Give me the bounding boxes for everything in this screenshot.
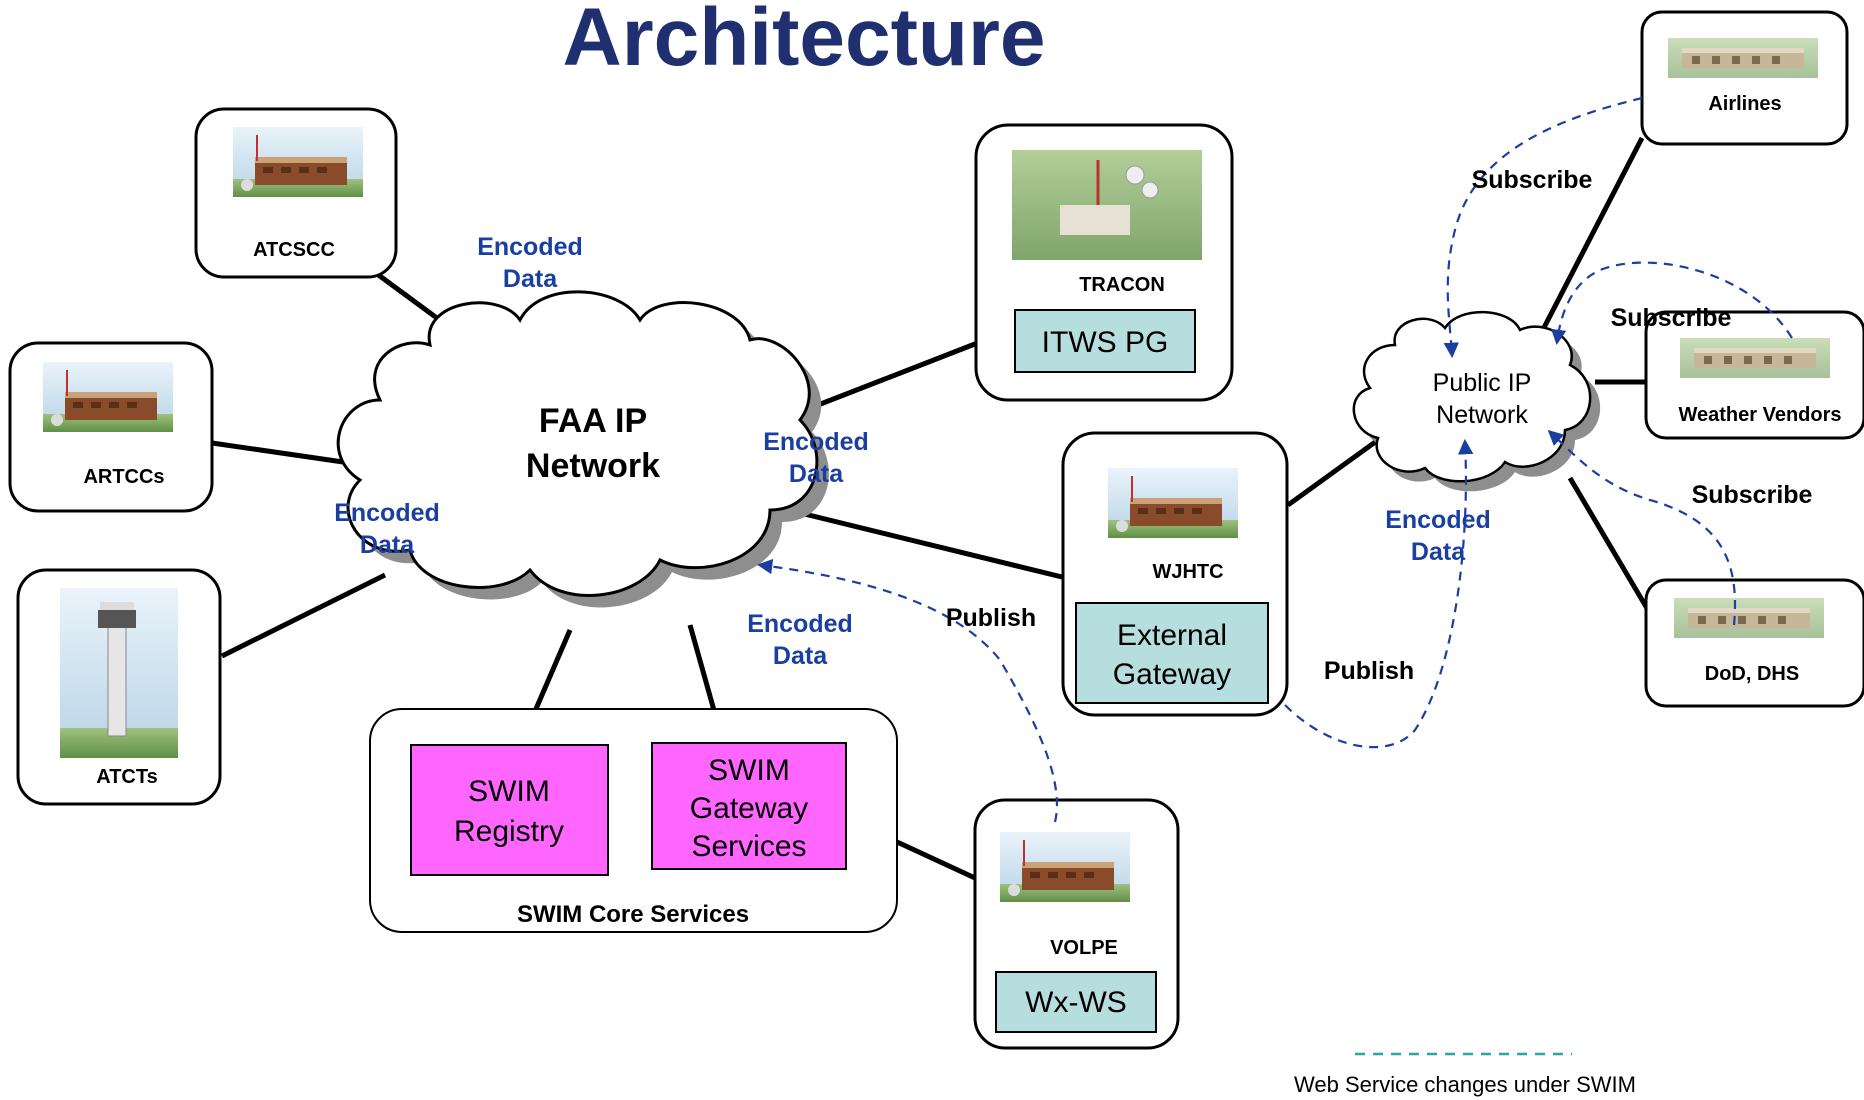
wx-ws-label: Wx-WS	[1025, 986, 1127, 1019]
publish-label-2: Publish	[1324, 657, 1414, 685]
dod-dhs-label: DoD, DHS	[1705, 663, 1799, 685]
swim-core-services-group: SWIM Registry SWIM Gateway Services SWIM…	[369, 708, 898, 933]
encoded-label-2-line2: Data	[360, 531, 415, 559]
wjhtc-node[interactable]: WJHTC External Gateway	[1061, 431, 1289, 717]
faa-cloud-label-line2: Network	[526, 447, 660, 485]
tracon-label: TRACON	[1079, 274, 1165, 296]
swim-registry-label-line2: Registry	[454, 815, 564, 848]
legend-text: Web Service changes under SWIM	[1294, 1072, 1636, 1097]
atcscc-node[interactable]: ATCSCC	[194, 107, 398, 279]
atcscc-label: ATCSCC	[253, 239, 335, 261]
swim-registry-label-line1: SWIM	[468, 775, 550, 808]
wjhtc-label: WJHTC	[1152, 561, 1223, 583]
encoded-label-4-line2: Data	[773, 642, 828, 670]
link-airlines	[1532, 136, 1645, 347]
publish-arrow-volpe	[756, 558, 1059, 823]
data-flow-arrows	[756, 96, 1793, 823]
itws-pg-label: ITWS PG	[1042, 326, 1169, 359]
tracon-building-image	[1012, 150, 1202, 260]
airlines-node[interactable]: Airlines	[1640, 10, 1849, 146]
encoded-data-labels: Encoded Data Encoded Data Encoded Data E…	[334, 233, 1491, 670]
link-wjhtc	[779, 505, 1063, 580]
atcts-label: ATCTs	[96, 766, 157, 788]
artccs-building-image	[42, 361, 174, 433]
swim-core-services-label: SWIM Core Services	[517, 901, 749, 928]
artccs-node[interactable]: ARTCCs	[8, 341, 214, 513]
link-public-wjhtc	[1286, 437, 1380, 508]
dod-dhs-building-image	[1674, 598, 1824, 638]
external-gateway-label-line2: Gateway	[1113, 658, 1231, 691]
page-title: Architecture	[562, 0, 1045, 83]
subscribe-arrow-dod	[1547, 429, 1737, 626]
link-atcts	[220, 572, 387, 659]
subscribe-arrow-airlines	[1443, 96, 1643, 359]
volpe-label: VOLPE	[1050, 937, 1118, 959]
legend: Web Service changes under SWIM	[1294, 1052, 1636, 1097]
wjhtc-building-image	[1107, 467, 1239, 539]
subscribe-arrow-weather	[1551, 261, 1793, 346]
atcscc-building-image	[232, 126, 364, 198]
action-labels: Publish Publish Subscribe Subscribe Subs…	[946, 166, 1813, 685]
faa-cloud-label-line1: FAA IP	[539, 402, 647, 440]
subscribe-label-3: Subscribe	[1692, 481, 1813, 509]
encoded-label-2-line1: Encoded	[334, 499, 440, 527]
subscribe-label-2: Subscribe	[1611, 304, 1732, 332]
swim-gateway-label-line1: SWIM	[708, 754, 790, 787]
encoded-label-3-line1: Encoded	[763, 428, 869, 456]
encoded-label-1-line2: Data	[503, 265, 558, 293]
faa-ip-network-cloud: FAA IP Network	[336, 290, 829, 608]
itws-pg-box[interactable]	[1014, 309, 1196, 373]
control-tower-image	[60, 588, 178, 758]
encoded-label-1-line1: Encoded	[477, 233, 583, 261]
airlines-building-image	[1668, 38, 1818, 78]
weather-vendors-node[interactable]: Weather Vendors	[1644, 310, 1864, 440]
swim-registry-box[interactable]	[410, 744, 609, 876]
public-cloud-label-line2: Network	[1436, 401, 1528, 429]
atcts-node[interactable]: ATCTs	[16, 568, 222, 806]
encoded-label-3-line2: Data	[789, 460, 844, 488]
external-gateway-label-line1: External	[1117, 619, 1227, 652]
network-links	[211, 136, 1651, 881]
link-tracon	[799, 339, 981, 415]
publish-label-1: Publish	[946, 604, 1036, 632]
link-artccs	[211, 440, 351, 466]
swim-gateway-services-box[interactable]	[651, 742, 847, 870]
public-ip-network-cloud: Public IP Network	[1352, 310, 1601, 492]
weather-vendors-label: Weather Vendors	[1678, 404, 1841, 426]
artccs-label: ARTCCs	[83, 466, 164, 488]
link-dod	[1567, 476, 1651, 612]
publish-arrow-gateway	[1284, 438, 1474, 749]
volpe-node[interactable]: VOLPE Wx-WS	[973, 798, 1180, 1050]
tracon-node[interactable]: TRACON ITWS PG	[974, 123, 1234, 402]
encoded-label-4-line1: Encoded	[747, 610, 853, 638]
swim-gateway-label-line3: Services	[691, 830, 806, 863]
encoded-label-5-line1: Encoded	[1385, 506, 1491, 534]
encoded-label-5-line2: Data	[1411, 538, 1466, 566]
airlines-label: Airlines	[1708, 93, 1781, 115]
subscribe-label-1: Subscribe	[1472, 166, 1593, 194]
public-cloud-label-line1: Public IP	[1433, 369, 1532, 397]
wx-ws-box[interactable]	[995, 971, 1157, 1033]
volpe-building-image	[999, 831, 1131, 903]
weather-vendors-building-image	[1680, 338, 1830, 378]
dod-dhs-node[interactable]: DoD, DHS	[1644, 578, 1864, 708]
swim-gateway-label-line2: Gateway	[690, 792, 808, 825]
external-gateway-box[interactable]	[1075, 602, 1269, 704]
